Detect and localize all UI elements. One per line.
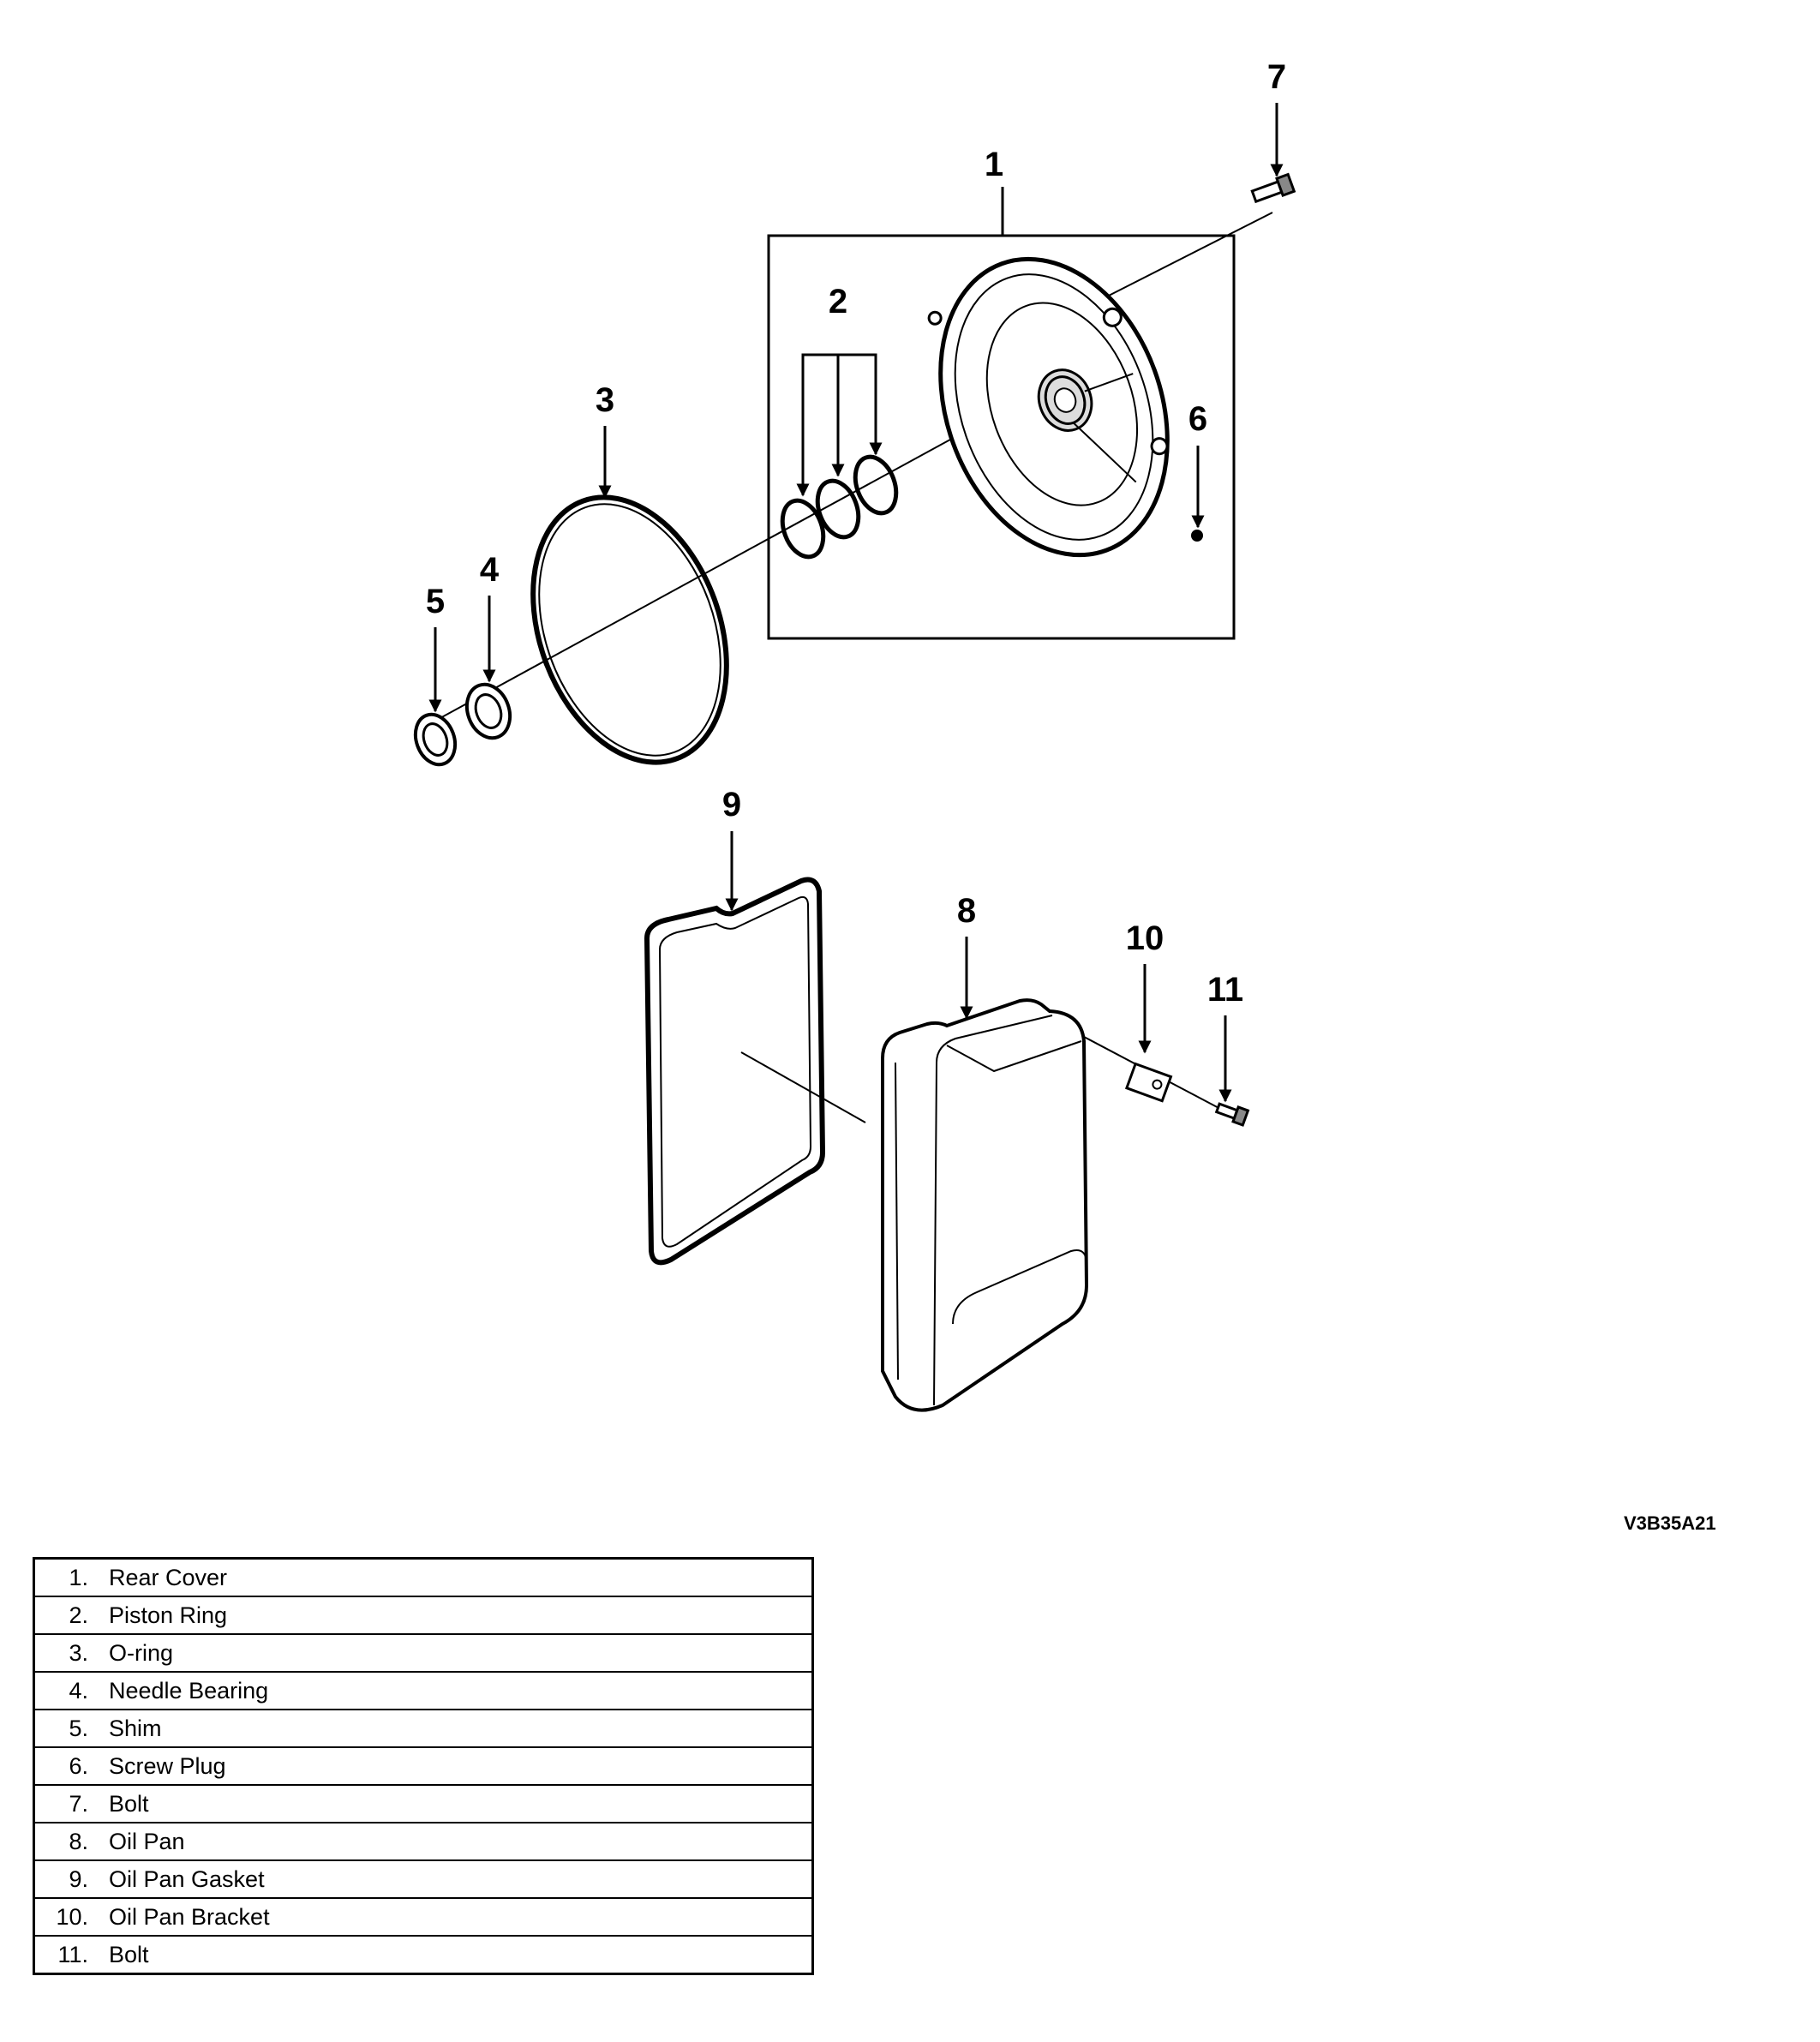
oil-pan-bracket (1124, 1062, 1173, 1103)
legend-num: 8. (33, 1822, 97, 1861)
needle-bearing (464, 682, 512, 740)
rear-cover (927, 256, 1170, 558)
oil-pan (881, 998, 1089, 1412)
callout-6: 6 (1188, 400, 1207, 438)
legend-name: Oil Pan (97, 1822, 813, 1861)
legend-name: O-ring (97, 1633, 813, 1673)
table-row: 5.Shim (33, 1709, 813, 1748)
legend-num: 4. (33, 1671, 97, 1710)
callout-10: 10 (1126, 919, 1164, 957)
legend-num: 1. (33, 1557, 97, 1597)
callout-9: 9 (722, 786, 741, 823)
legend-num: 10. (33, 1897, 97, 1937)
legend-name: Oil Pan Gasket (97, 1859, 813, 1899)
table-row: 2.Piston Ring (33, 1596, 813, 1635)
table-row: 1.Rear Cover (33, 1557, 813, 1597)
callout-3: 3 (596, 381, 614, 419)
leaders-upper (428, 103, 1284, 713)
oil-pan-gasket (644, 877, 826, 1266)
legend-name: Shim (97, 1709, 813, 1748)
shim (413, 712, 458, 767)
table-row: 3.O-ring (33, 1633, 813, 1673)
legend-num: 11. (33, 1935, 97, 1975)
callout-1: 1 (985, 146, 1003, 183)
callout-8: 8 (957, 892, 976, 930)
table-row: 9.Oil Pan Gasket (33, 1859, 813, 1899)
piston-ring-c (853, 454, 899, 516)
callout-11: 11 (1207, 971, 1243, 1009)
legend-name: Piston Ring (97, 1596, 813, 1635)
screw-plug-6-shape (1191, 530, 1203, 542)
center-axis-upper (417, 383, 1053, 731)
o-ring (530, 494, 729, 765)
bolt-11-shape (1214, 1102, 1250, 1127)
legend-name: Needle Bearing (97, 1671, 813, 1710)
table-row: 7.Bolt (33, 1784, 813, 1823)
bolt-axis-line (1103, 212, 1273, 299)
table-row: 8.Oil Pan (33, 1822, 813, 1861)
legend-name: Rear Cover (97, 1557, 813, 1597)
legend-num: 6. (33, 1746, 97, 1786)
oil-pan-assembly (644, 877, 1250, 1412)
parts-legend-table: 1.Rear Cover 2.Piston Ring 3.O-ring 4.Ne… (33, 1557, 814, 1975)
callout-5: 5 (426, 583, 445, 620)
callout-4: 4 (480, 551, 500, 589)
legend-num: 2. (33, 1596, 97, 1635)
legend-name: Bolt (97, 1935, 813, 1975)
callout-2: 2 (829, 283, 847, 320)
legend-num: 5. (33, 1709, 97, 1748)
rear-cover-assembly (413, 172, 1296, 767)
legend-num: 3. (33, 1633, 97, 1673)
legend-name: Screw Plug (97, 1746, 813, 1786)
legend-num: 9. (33, 1859, 97, 1899)
center-axis-lower (740, 1051, 866, 1123)
figure-code: V3B35A21 (1624, 1512, 1716, 1534)
piston-ring-b (815, 478, 861, 540)
piston-ring-a (780, 498, 826, 560)
leaders-lower (725, 831, 1232, 1103)
table-row: 10.Oil Pan Bracket (33, 1897, 813, 1937)
legend-name: Bolt (97, 1784, 813, 1823)
bolt-7-shape (1250, 172, 1296, 204)
legend-name: Oil Pan Bracket (97, 1897, 813, 1937)
table-row: 11.Bolt (33, 1935, 813, 1975)
exploded-parts-diagram: 1 2 3 4 5 6 7 8 9 10 11 (413, 58, 1296, 1412)
table-row: 6.Screw Plug (33, 1746, 813, 1786)
callout-7: 7 (1267, 58, 1286, 96)
table-row: 4.Needle Bearing (33, 1671, 813, 1710)
legend-num: 7. (33, 1784, 97, 1823)
